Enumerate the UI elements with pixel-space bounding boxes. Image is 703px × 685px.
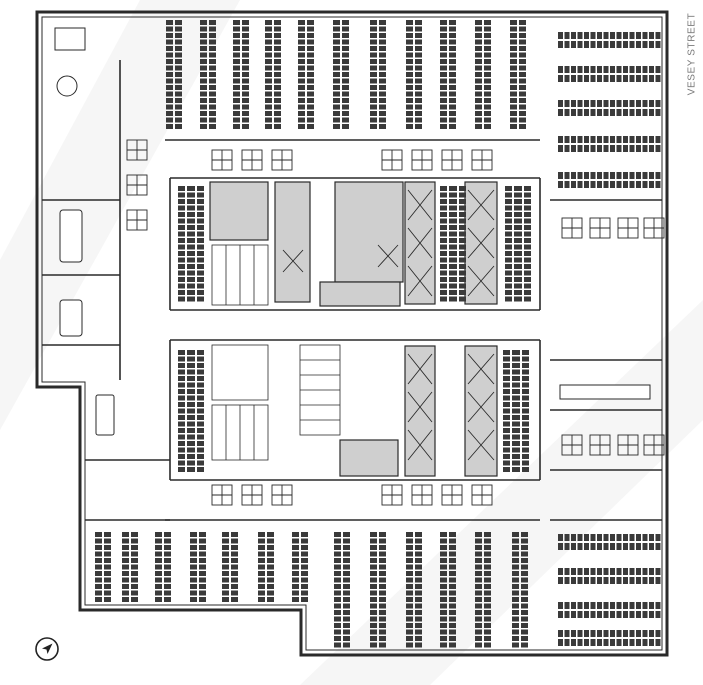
north-arrow-icon [35,637,59,661]
street-label-text: VESEY STREET [686,12,698,96]
interior-walls [42,60,662,521]
conference-tables [54,27,651,436]
shaft-marks [282,189,495,461]
restroom-stalls [211,244,341,461]
workstation-desks [95,20,661,648]
building-outline [35,10,669,657]
office-pods [126,139,665,506]
street-label: VESEY STREET [684,4,700,104]
